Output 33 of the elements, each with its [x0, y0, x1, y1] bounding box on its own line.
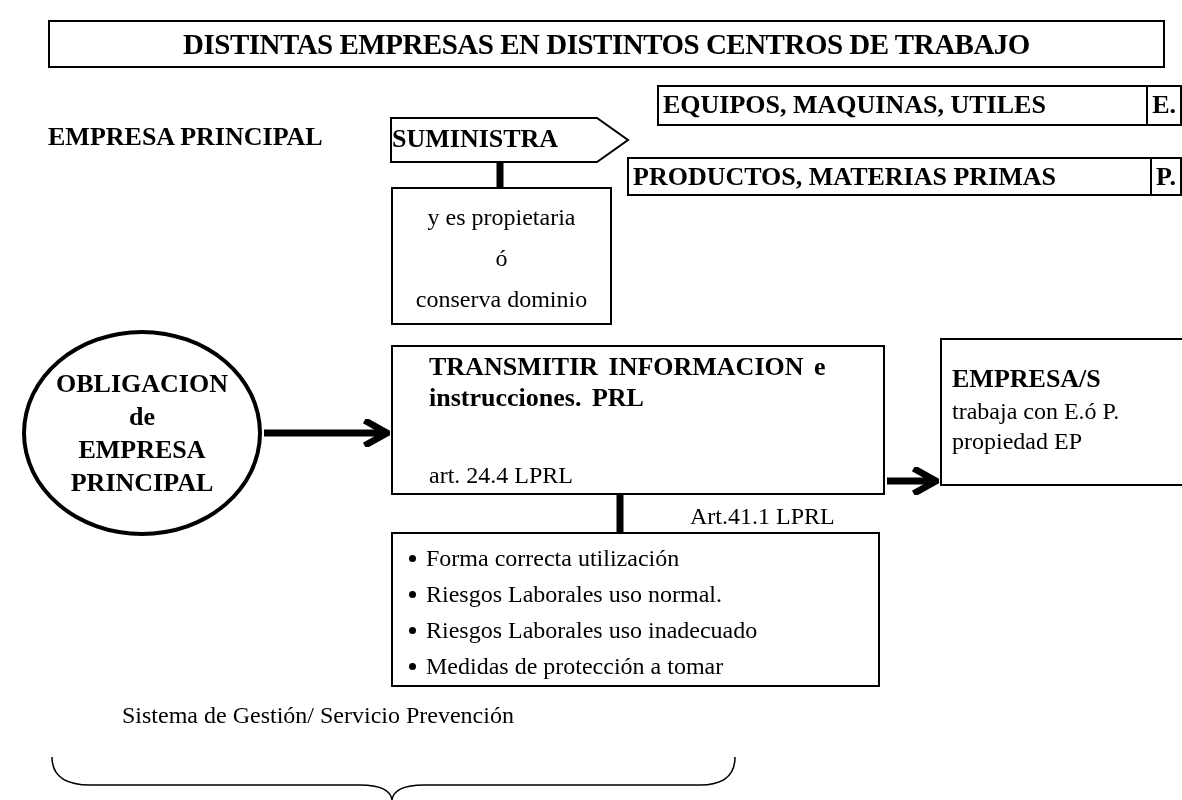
- box-text: ó: [494, 244, 509, 273]
- obligation-circle: [22, 330, 262, 536]
- item-text: EQUIPOS, MAQUINAS, UTILES: [662, 89, 1047, 121]
- box-note: trabaja con E.ó P. propiedad EP: [952, 397, 1121, 456]
- item-abbreviation: P.: [1150, 159, 1180, 194]
- list-item: Riesgos Laborales uso inadecuado: [426, 616, 758, 644]
- arrow-shaped-box: [390, 117, 630, 163]
- note-box: [391, 187, 612, 325]
- circle-text: EMPRESA: [78, 434, 206, 466]
- side-label: EMPRESA PRINCIPAL: [48, 122, 323, 152]
- circle-text: OBLIGACION: [56, 368, 228, 400]
- item-box: [657, 85, 1182, 126]
- box-note: art. 24.4 LPRL: [429, 462, 573, 489]
- item-box: [627, 157, 1182, 196]
- title-box: DISTINTAS EMPRESAS EN DISTINTOS CENTROS DE TRABAJO: [48, 20, 1165, 68]
- box-text: y es propietaria: [426, 203, 577, 232]
- box-heading: TRANSMITIR INFORMACION e instrucciones. PRL: [429, 351, 827, 413]
- item-text: PRODUCTOS, MATERIAS PRIMAS: [632, 161, 1058, 193]
- article-label: Art.41.1 LPRL: [690, 503, 835, 530]
- brace-label: Sistema de Gestión/ Servicio Prevención: [122, 702, 514, 729]
- bullet-list-box: [391, 532, 880, 687]
- info-box: [940, 338, 1182, 486]
- circle-text: PRINCIPAL: [70, 467, 214, 499]
- list-item: Forma correcta utilización: [426, 544, 680, 572]
- list-item: Riesgos Laborales uso normal.: [426, 580, 722, 608]
- item-abbreviation: E.: [1146, 87, 1180, 124]
- connector-line: [496, 163, 504, 187]
- info-box: [391, 345, 885, 495]
- box-text: SUMINISTRA: [392, 123, 559, 155]
- list-item: Medidas de protección a tomar: [426, 652, 724, 680]
- circle-text: de: [129, 401, 155, 433]
- box-text: conserva dominio: [414, 285, 589, 314]
- box-heading: EMPRESA/S: [952, 363, 1102, 395]
